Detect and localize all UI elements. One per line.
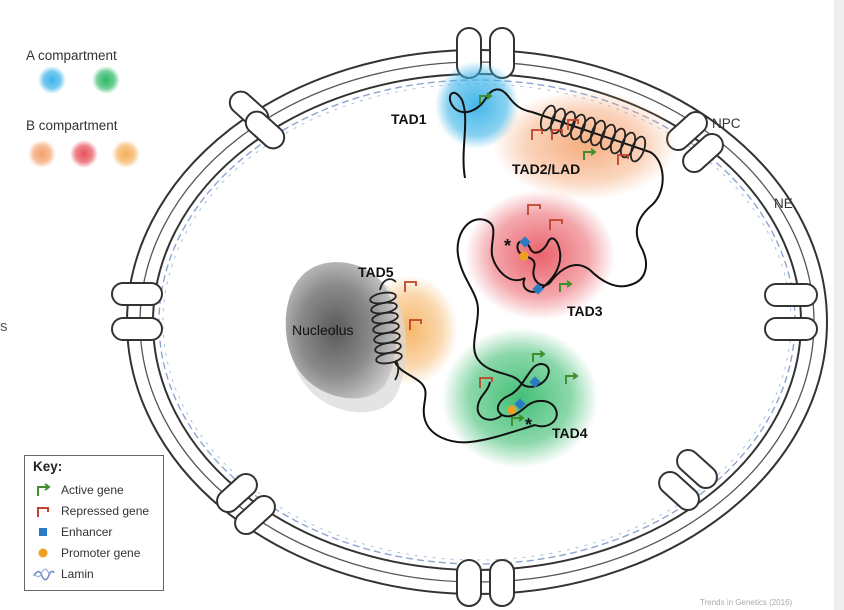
npc-label: NPC — [712, 116, 741, 131]
key-label-repressed-gene: Repressed gene — [61, 504, 150, 518]
chromatin-fiber — [394, 88, 664, 444]
active-genes — [479, 92, 597, 426]
key-box: Key: Active gene Repressed gene Enhancer… — [24, 455, 164, 591]
tad3-asterisk: * — [504, 236, 511, 256]
key-item-lamin: Lamin — [33, 565, 94, 583]
tad2-coils — [539, 104, 647, 163]
nucleolus-label: Nucleolus — [292, 322, 353, 338]
enhancer-icon — [39, 528, 47, 536]
a-compartment-green-swatch — [92, 66, 120, 94]
key-label-lamin: Lamin — [61, 567, 94, 581]
tad2-halo — [493, 90, 677, 200]
b-compartment-light-orange-swatch — [112, 140, 140, 168]
key-label-active-gene: Active gene — [61, 483, 124, 497]
enhancers — [514, 236, 544, 410]
tad2-label: TAD2/LAD — [512, 161, 580, 177]
active-gene-icon — [37, 483, 51, 496]
page-edge-strip — [834, 0, 844, 610]
key-item-repressed-gene: Repressed gene — [33, 502, 149, 520]
tad1-halo — [435, 61, 519, 149]
key-title: Key: — [33, 459, 63, 474]
key-item-enhancer: Enhancer — [33, 523, 112, 541]
tad3-label: TAD3 — [567, 303, 603, 319]
key-item-promoter-gene: Promoter gene — [33, 544, 140, 562]
nuclear-pore-complexes — [111, 27, 818, 607]
repressed-genes — [404, 119, 629, 388]
tad5-label: TAD5 — [358, 264, 394, 280]
tad4-label: TAD4 — [552, 425, 588, 441]
tad1-label: TAD1 — [391, 111, 427, 127]
tad4-halo — [442, 328, 598, 468]
a-compartment-title: A compartment — [26, 48, 117, 63]
tad4-asterisk: * — [525, 415, 532, 435]
promoter-gene-icon — [38, 548, 48, 558]
tad3-halo — [465, 190, 615, 320]
stray-character: s — [0, 318, 8, 335]
key-label-promoter-gene: Promoter gene — [61, 546, 141, 560]
b-compartment-orange-swatch — [28, 140, 56, 168]
b-compartment-title: B compartment — [26, 118, 118, 133]
repressed-gene-icon — [37, 507, 49, 517]
a-compartment-blue-swatch — [38, 66, 66, 94]
figure-credit: Trends in Genetics (2016) — [700, 598, 793, 607]
lamin-icon — [33, 568, 55, 581]
ne-label: NE — [774, 196, 793, 211]
b-compartment-red-swatch — [70, 140, 98, 168]
promoters — [507, 251, 529, 415]
key-label-enhancer: Enhancer — [61, 525, 113, 539]
tad5-coils — [369, 278, 403, 381]
key-item-active-gene: Active gene — [33, 481, 124, 499]
